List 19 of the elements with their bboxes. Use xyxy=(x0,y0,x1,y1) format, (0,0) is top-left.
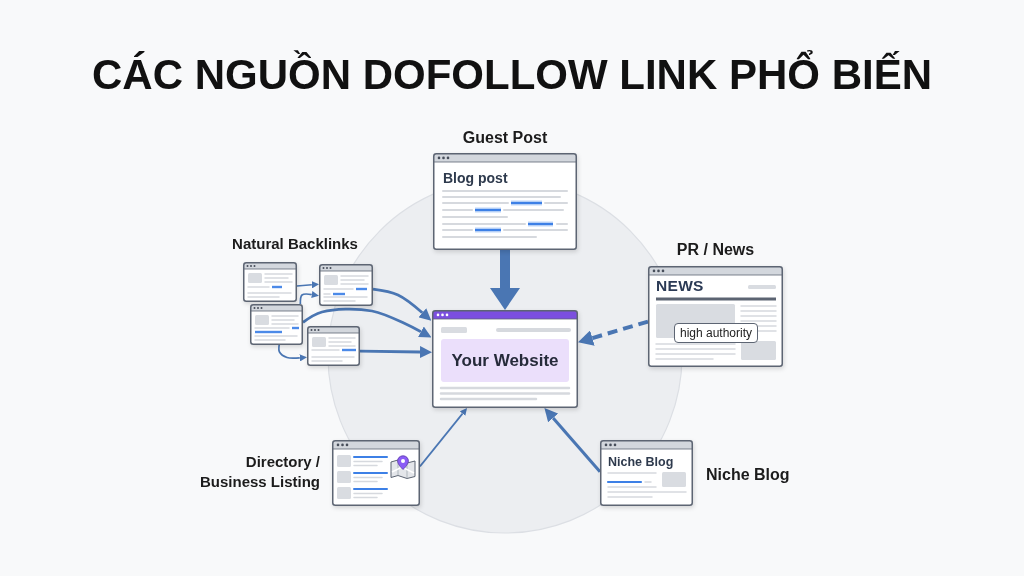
arrow xyxy=(302,307,432,338)
group-label: Natural Backlinks xyxy=(231,234,359,254)
arrow xyxy=(372,287,432,321)
node-heading: PR / News xyxy=(675,240,756,260)
window-heading: NEWS xyxy=(656,276,705,296)
dashed-arrow xyxy=(578,319,649,346)
website-banner: Your Website xyxy=(441,339,569,382)
arrow xyxy=(544,408,602,473)
page-title: CÁC NGUỒN DOFOLLOW LINK PHỔ BIẾN xyxy=(91,50,933,100)
arrow xyxy=(296,281,319,289)
window-heading: Blog post xyxy=(443,169,509,187)
authority-tag: high authority xyxy=(674,323,758,343)
side-label: Niche Blog xyxy=(706,465,791,485)
node-heading: Guest Post xyxy=(461,128,549,148)
arrow xyxy=(299,291,319,305)
arrow xyxy=(360,346,432,358)
side-label: Directory / Business Listing xyxy=(198,452,320,492)
arrow xyxy=(419,408,468,468)
window-heading: Niche Blog xyxy=(608,454,675,471)
